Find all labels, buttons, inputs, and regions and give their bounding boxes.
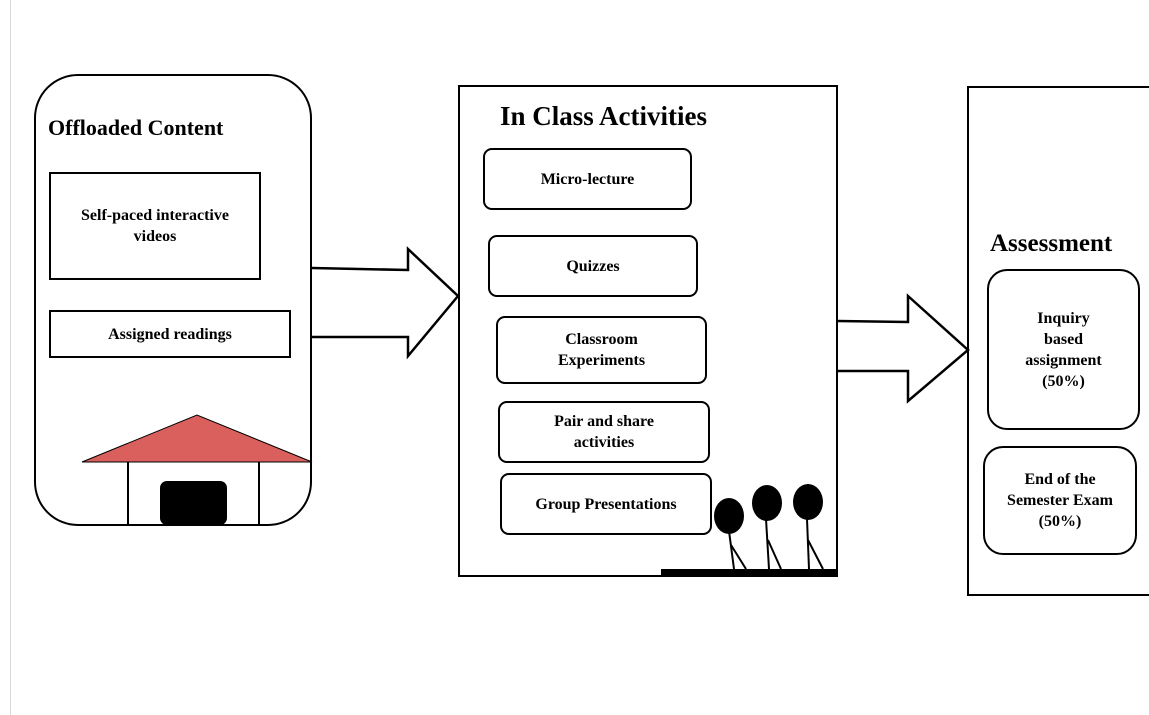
offloaded-content-title: Offloaded Content <box>48 115 224 140</box>
flow-arrow-offloaded-to-inclass <box>311 246 460 360</box>
group-presentations-box: Group Presentations <box>500 473 712 535</box>
assessment-panel: Assessment Inquiry based assignment (50%… <box>967 86 1149 596</box>
classroom-experiments-box: Classroom Experiments <box>496 316 707 384</box>
micro-lecture-box: Micro-lecture <box>483 148 692 210</box>
house-icon <box>81 414 313 526</box>
assigned-readings-box: Assigned readings <box>49 310 291 358</box>
pair-and-share-box: Pair and share activities <box>498 401 710 463</box>
self-paced-videos-box: Self-paced interactive videos <box>49 172 261 280</box>
semester-exam-box: End of the Semester Exam (50%) <box>983 446 1137 555</box>
inquiry-assignment-box: Inquiry based assignment (50%) <box>987 269 1140 430</box>
assessment-title: Assessment <box>990 230 1113 257</box>
quizzes-box: Quizzes <box>488 235 698 297</box>
flow-arrow-inclass-to-assessment <box>837 293 970 404</box>
left-margin-rule <box>10 0 11 715</box>
students-icon <box>661 484 837 576</box>
in-class-activities-title: In Class Activities <box>500 101 708 131</box>
